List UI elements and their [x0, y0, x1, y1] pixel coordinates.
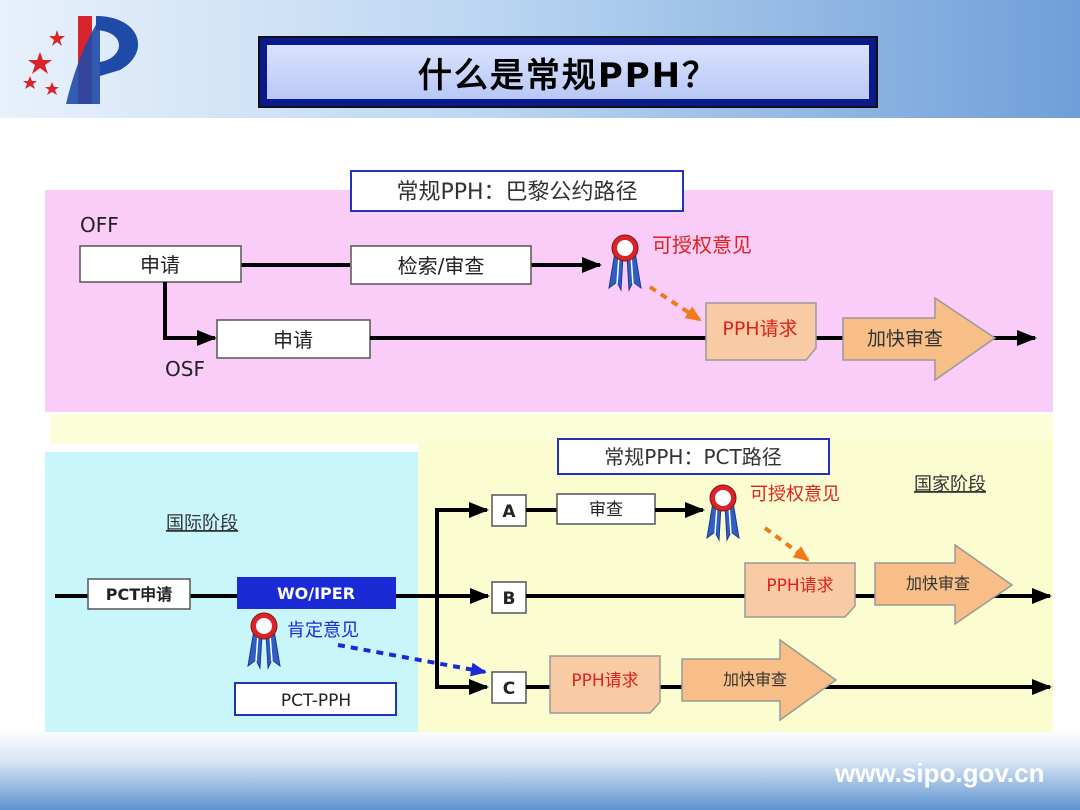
branch-a-line	[435, 502, 489, 596]
title-banner: 什么是常规PPH？	[258, 36, 878, 108]
b-pph-request: PPH请求	[766, 576, 833, 596]
intl-stage-label: 国际阶段	[166, 513, 238, 534]
pct-apply: PCT申请	[106, 585, 172, 604]
paris-panel	[45, 190, 1053, 412]
c-accelerated: 加快审查	[723, 670, 787, 689]
paris-allowable: 可授权意见	[652, 233, 752, 257]
wo-iper-box	[237, 577, 396, 609]
a-exam: 审查	[589, 500, 623, 520]
separator-band	[50, 414, 1053, 444]
page-title: 什么是常规PPH？	[267, 45, 869, 99]
a-dashed-arrow	[763, 526, 810, 562]
logo-icon	[23, 16, 139, 104]
osf-label: OSF	[165, 357, 205, 381]
pct-heading-box	[557, 438, 830, 475]
pct-pph-box	[234, 682, 397, 716]
route-c: C	[503, 679, 515, 699]
route-a: A	[502, 502, 516, 522]
search-exam: 检索/审查	[398, 254, 485, 278]
c-accelerated-arrow	[681, 638, 838, 722]
paris-accelerated: 加快审查	[867, 328, 943, 350]
paris-heading-box	[350, 170, 684, 212]
footer-url: www.sipo.gov.cn	[835, 758, 1045, 788]
b-accelerated: 加快审查	[906, 574, 970, 593]
c-pph-box	[549, 655, 661, 714]
pct-apply-box	[87, 578, 191, 610]
route-b: B	[503, 589, 516, 609]
route-a-box	[491, 494, 527, 527]
search-exam-box	[350, 245, 532, 285]
branch-c-line	[435, 596, 489, 695]
c-pph-request: PPH请求	[571, 671, 638, 691]
pct-heading: 常规PPH：PCT路径	[604, 445, 781, 469]
paris-apply-top: 申请	[140, 253, 180, 277]
paris-apply-bottom: 申请	[273, 328, 313, 352]
paris-apply-top-box	[79, 245, 242, 283]
national-stage-label: 国家阶段	[914, 474, 986, 495]
paris-heading: 常规PPH：巴黎公约路径	[396, 180, 637, 205]
pct-pph: PCT-PPH	[281, 691, 351, 711]
paris-apply-bottom-box	[216, 319, 371, 359]
b-pph-box	[744, 562, 856, 618]
paris-branch-line	[163, 282, 217, 346]
route-b-box	[491, 581, 527, 614]
a-allowable: 可授权意见	[750, 484, 840, 505]
b-accelerated-arrow	[874, 543, 1014, 626]
positive-opinion: 肯定意见	[287, 620, 359, 641]
paris-accelerated-arrow	[842, 296, 997, 382]
paris-pph-request: PPH请求	[722, 318, 797, 340]
off-label: OFF	[80, 213, 119, 237]
footer-band	[0, 728, 1080, 810]
wo-iper: WO/IPER	[277, 584, 355, 603]
a-exam-box	[556, 493, 656, 525]
paris-pph-box	[705, 302, 817, 361]
paris-dashed-arrow	[648, 285, 702, 322]
